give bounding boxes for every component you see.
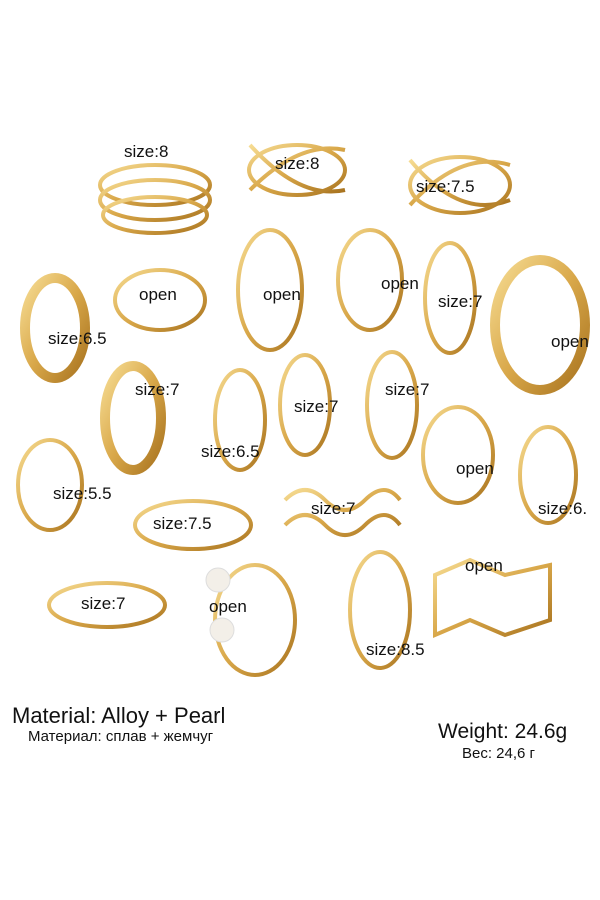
size-label: open xyxy=(456,459,494,478)
size-label: size:7 xyxy=(438,292,483,311)
size-label: size:8 xyxy=(124,142,169,161)
size-label: open xyxy=(551,332,589,351)
size-label: size:6. xyxy=(538,499,588,518)
weight-en: Weight: 24.6g xyxy=(438,720,568,743)
size-label: size:7 xyxy=(385,380,430,399)
material-ru: Материал: сплав + жемчуг xyxy=(28,728,214,745)
material-en: Material: Alloy + Pearl xyxy=(12,703,226,728)
size-label: size:5.5 xyxy=(53,484,112,503)
size-label: size:8.5 xyxy=(366,640,425,659)
size-label: open xyxy=(465,556,503,575)
size-label: size:8 xyxy=(275,154,320,173)
size-label: size:7 xyxy=(135,380,180,399)
size-label: open xyxy=(381,274,419,293)
weight-ru: Вес: 24,6 г xyxy=(462,745,536,762)
size-label: size:7 xyxy=(311,499,356,518)
size-label: size:6.5 xyxy=(48,329,107,348)
size-label: size:7 xyxy=(294,397,339,416)
size-label: size:7 xyxy=(81,594,126,613)
size-label: open xyxy=(139,285,177,304)
size-label: open xyxy=(209,597,247,616)
size-label: size:6.5 xyxy=(201,442,260,461)
size-label: open xyxy=(263,285,301,304)
size-label: size:7.5 xyxy=(416,177,475,196)
size-label: size:7.5 xyxy=(153,514,212,533)
